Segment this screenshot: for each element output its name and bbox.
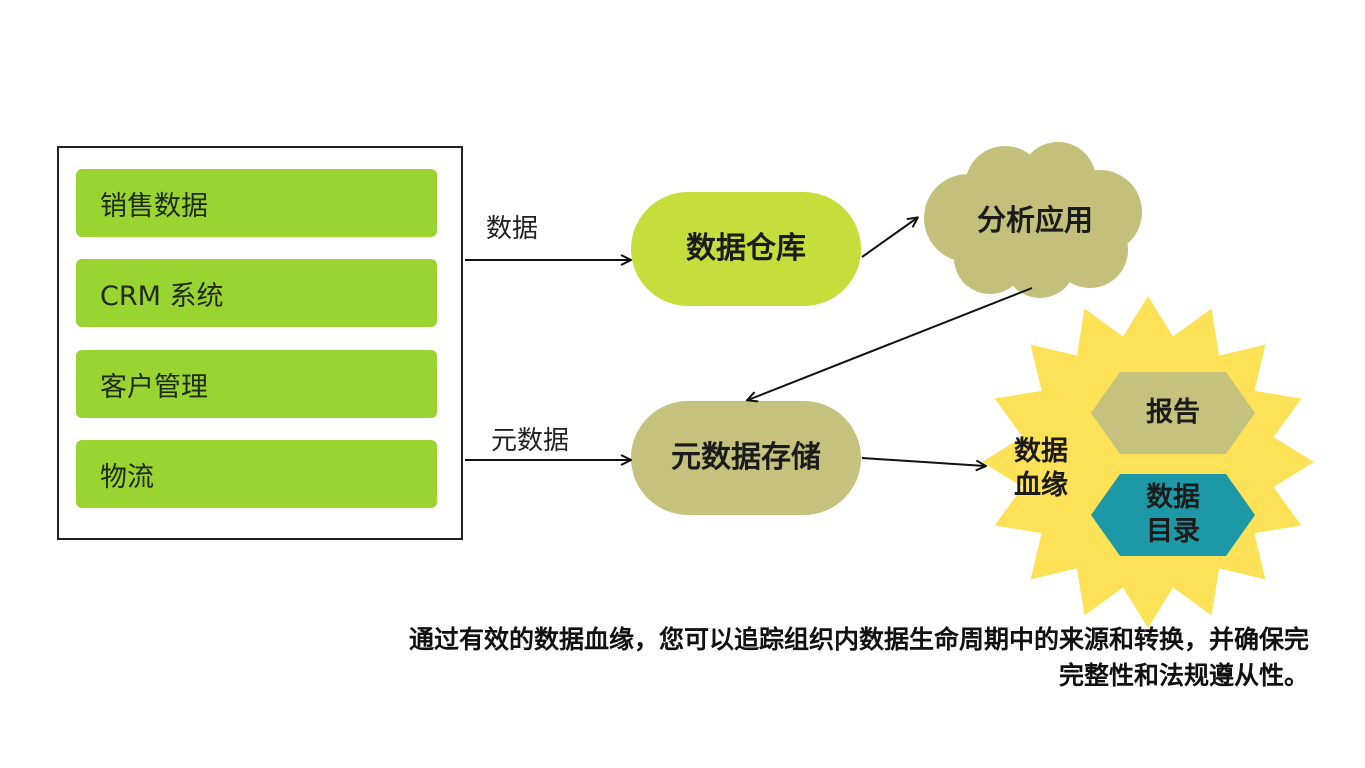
caption-line: 完整性和法规遵从性。 xyxy=(1058,661,1309,690)
lineage-label-line: 数据 xyxy=(1014,436,1068,468)
source-item-customer: 客户管理 xyxy=(76,350,437,418)
metadata-store-label: 元数据存储 xyxy=(671,440,821,476)
report-label: 报告 xyxy=(1146,397,1200,429)
warehouse-shape xyxy=(631,192,861,306)
source-systems-box: 销售数据 CRM 系统 客户管理 物流 xyxy=(57,146,463,540)
metadata-to-lineage-arrow xyxy=(861,457,985,466)
caption: 通过有效的数据血缘，您可以追踪组织内数据生命周期中的来源和转换，并确保完 完整性… xyxy=(289,622,1309,694)
caption-line: 通过有效的数据血缘，您可以追踪组织内数据生命周期中的来源和转换，并确保完 xyxy=(408,625,1309,654)
warehouse-label: 数据仓库 xyxy=(686,231,806,267)
source-item-logistics: 物流 xyxy=(76,440,437,508)
lineage-label: 数据 血缘 xyxy=(1000,432,1082,506)
metadata-edge-label: 元数据 xyxy=(491,426,570,456)
data-edge-label: 数据 xyxy=(486,214,539,244)
source-item-sales: 销售数据 xyxy=(76,169,437,237)
lineage-label-line: 血缘 xyxy=(1014,470,1068,501)
catalog-hexagon-shape xyxy=(1091,474,1255,556)
source-item-label: 销售数据 xyxy=(100,190,208,222)
source-item-label: CRM 系统 xyxy=(100,280,224,312)
analytics-cloud-shape xyxy=(924,142,1142,298)
catalog-label-line: 目录 xyxy=(1146,516,1200,547)
metadata-store-shape xyxy=(631,401,861,515)
source-item-label: 物流 xyxy=(100,461,154,493)
analytics-label: 分析应用 xyxy=(976,202,1093,237)
catalog-label: 数据 目录 xyxy=(1091,474,1255,556)
report-hexagon-shape xyxy=(1091,372,1255,454)
source-item-crm: CRM 系统 xyxy=(76,259,437,327)
analytics-to-metadata-arrow xyxy=(748,287,1033,400)
catalog-label-line: 数据 xyxy=(1146,482,1200,514)
warehouse-to-analytics-arrow xyxy=(861,218,917,258)
source-item-label: 客户管理 xyxy=(100,371,208,403)
